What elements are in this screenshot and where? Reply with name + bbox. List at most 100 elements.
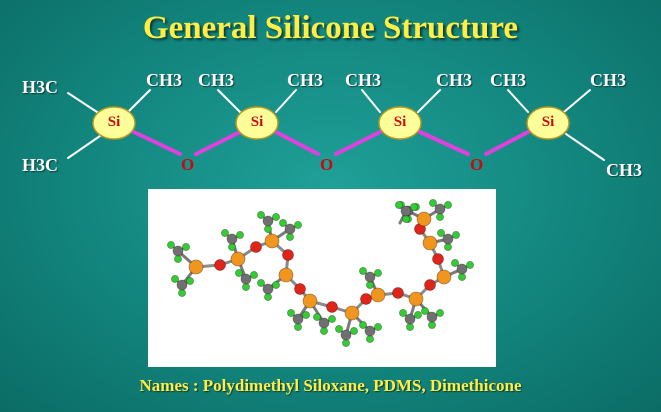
oxygen-label: O [470, 155, 484, 174]
hydrogen-atom [286, 309, 295, 318]
si-atom [526, 106, 570, 140]
carbon-atom [442, 233, 454, 245]
si-label: Si [393, 114, 407, 130]
hydrogen-atom [450, 259, 459, 268]
hydrogen-atom [312, 313, 321, 322]
hydrogen-atom [221, 229, 230, 238]
carbon-atom [284, 223, 296, 235]
oxygen-label: O [320, 155, 334, 174]
carbon-atom [404, 313, 416, 325]
methyl-label-left-top: H3C [22, 77, 58, 97]
hydrogen-atom [373, 269, 382, 278]
methyl-label: CH3 [287, 70, 323, 90]
hydrogen-atom [272, 212, 281, 221]
hydrogen-atom [177, 289, 186, 298]
molecule-image-panel [148, 189, 496, 367]
hydrogen-atom [365, 334, 374, 343]
silicon-atom [278, 267, 294, 283]
si-c-bond [67, 135, 101, 159]
oxygen-atom [326, 301, 338, 313]
hydrogen-atom [365, 281, 374, 290]
silicon-atom [230, 251, 246, 267]
hydrogen-atom [186, 277, 195, 286]
hydrogen-atom [166, 241, 175, 250]
carbon-atom [292, 313, 304, 325]
si-c-bond [275, 89, 297, 113]
si-c-bond [563, 89, 591, 113]
hydrogen-atom [394, 200, 403, 209]
carbon-atom [262, 215, 274, 227]
hydrogen-atom [264, 225, 273, 234]
carbon-atom [240, 273, 252, 285]
si-atom [235, 106, 279, 140]
hydrogen-atom [264, 293, 273, 302]
si-c-bond [67, 92, 101, 115]
silicon-atom [416, 211, 432, 227]
hydrogen-atom [341, 338, 350, 347]
hydrogen-atom [327, 315, 336, 324]
hydrogen-atom [173, 255, 182, 264]
hydrogen-atom [334, 324, 343, 333]
hydrogen-atom [293, 221, 302, 230]
carbon-atom [434, 203, 446, 215]
hydrogen-atom [420, 307, 429, 316]
carbon-atom [262, 283, 274, 295]
si-label: Si [107, 114, 121, 130]
hydrogen-atom [272, 281, 281, 290]
si-atom [92, 106, 136, 140]
carbon-atom [176, 279, 188, 291]
silicon-atom [436, 269, 452, 285]
hydrogen-atom [427, 320, 436, 329]
methyl-label: CH3 [146, 70, 182, 90]
hydrogen-atom [398, 309, 407, 318]
methyl-label: CH3 [490, 70, 526, 90]
methyl-label-left-bottom: H3C [22, 155, 58, 175]
hydrogen-atom [182, 243, 191, 252]
carbon-atom [456, 263, 468, 275]
silicon-atom [370, 287, 386, 303]
hydrogen-atom [257, 210, 266, 219]
carbon-atom [400, 205, 412, 217]
si-o-bond [194, 130, 242, 156]
hydrogen-atom [436, 229, 445, 238]
si-atom [378, 106, 422, 140]
oxygen-atom [432, 253, 444, 265]
si-label: Si [250, 114, 264, 130]
methyl-label: CH3 [436, 70, 472, 90]
si-o-bond [274, 130, 320, 156]
oxygen-atom [214, 259, 226, 271]
hydrogen-atom [443, 200, 452, 209]
carbon-atom [364, 271, 376, 283]
silicon-atom [344, 305, 360, 321]
silicon-atom [188, 259, 204, 275]
si-c-bond [217, 89, 241, 113]
oxygen-label: O [181, 155, 195, 174]
silicon-atom [264, 233, 280, 249]
si-o-bond [132, 130, 182, 156]
hydrogen-atom [465, 261, 474, 270]
hydrogen-atom [358, 267, 367, 276]
hydrogen-atom [242, 283, 251, 292]
hydrogen-atom [301, 311, 310, 320]
hydrogen-atom [435, 309, 444, 318]
si-c-bond [507, 89, 529, 113]
silicon-atom [408, 291, 424, 307]
si-label: Si [541, 114, 555, 130]
hydrogen-atom [278, 218, 287, 227]
hydrogen-atom [250, 271, 259, 280]
methyl-label: CH3 [590, 70, 626, 90]
si-o-bond [334, 130, 382, 156]
hydrogen-atom [257, 279, 266, 288]
hydrogen-atom [319, 326, 328, 335]
methyl-label: CH3 [345, 70, 381, 90]
silicon-atom [422, 235, 438, 251]
slide-title: General Silicone Structure [142, 10, 519, 46]
carbon-atom [318, 317, 330, 329]
carbon-atom [172, 245, 184, 257]
hydrogen-atom [401, 214, 410, 223]
silicon-atom [302, 293, 318, 309]
ball-and-stick-molecule [166, 198, 474, 347]
methyl-label: CH3 [606, 160, 642, 180]
hydrogen-atom [236, 231, 245, 240]
